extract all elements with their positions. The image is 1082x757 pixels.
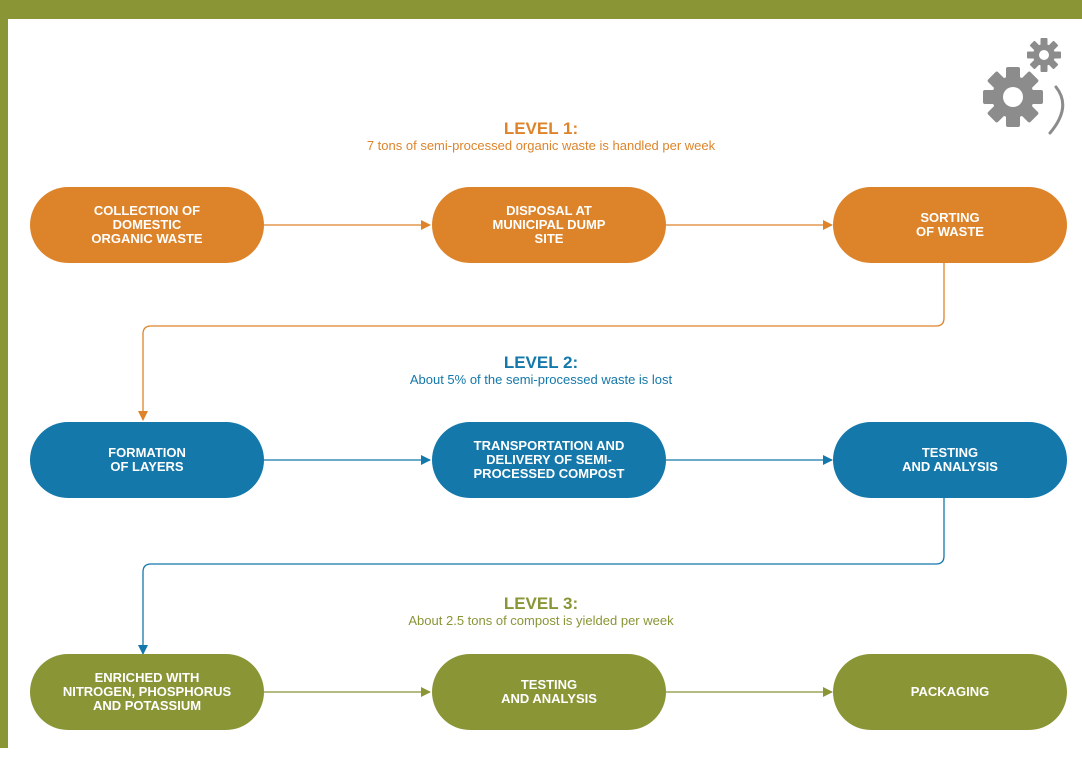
step-label-line: COLLECTION OF [93, 203, 201, 218]
level-1-description: 7 tons of semi-processed organic waste i… [366, 138, 716, 153]
step-label-line: TESTING [921, 445, 979, 460]
step-label-line: ENRICHED WITH [94, 670, 200, 685]
gears-icon [980, 35, 1080, 145]
step-label-line: TESTING [520, 677, 578, 692]
arrow-l2-to-l3 [138, 498, 945, 655]
step-label-line: PROCESSED COMPOST [473, 466, 625, 481]
level-2-title: LEVEL 2: [503, 353, 579, 372]
level-3-heading: LEVEL 3: About 2.5 tons of compost is yi… [0, 594, 1082, 628]
step-label-line: AND ANALYSIS [902, 459, 998, 474]
level-2-description: About 5% of the semi-processed waste is … [409, 372, 673, 387]
step-label-line: SITE [534, 231, 564, 246]
step-label-line: PACKAGING [910, 684, 990, 699]
step-label-line: DISPOSAL AT [506, 203, 592, 218]
step-label-line: DOMESTIC [112, 217, 182, 232]
step-packaging: PACKAGING [833, 654, 1067, 730]
level-3-description: About 2.5 tons of compost is yielded per… [408, 613, 674, 628]
step-label-line: AND ANALYSIS [501, 691, 597, 706]
header-bar [0, 0, 1082, 19]
level-2-heading: LEVEL 2: About 5% of the semi-processed … [0, 353, 1082, 387]
step-enriched-npk: ENRICHED WITH NITROGEN, PHOSPHORUS AND P… [30, 654, 264, 730]
step-label-line: SORTING [920, 210, 980, 225]
step-label-line: AND POTASSIUM [92, 698, 202, 713]
step-formation-layers: FORMATION OF LAYERS [30, 422, 264, 498]
step-sorting-waste: SORTING OF WASTE [833, 187, 1067, 263]
level-1-title: LEVEL 1: [503, 119, 579, 138]
step-label-line: OF LAYERS [110, 459, 184, 474]
step-label-line: NITROGEN, PHOSPHORUS [62, 684, 232, 699]
level-3-title: LEVEL 3: [503, 594, 579, 613]
level-1-heading: LEVEL 1: 7 tons of semi-processed organi… [0, 119, 1082, 153]
step-label-line: TRANSPORTATION AND [473, 438, 625, 453]
step-label-line: DELIVERY OF SEMI- [486, 452, 612, 467]
step-label-line: MUNICIPAL DUMP [492, 217, 606, 232]
step-label-line: OF WASTE [916, 224, 984, 239]
step-transportation-delivery: TRANSPORTATION AND DELIVERY OF SEMI- PRO… [432, 422, 666, 498]
step-label-line: ORGANIC WASTE [91, 231, 203, 246]
step-collection-domestic-waste: COLLECTION OF DOMESTIC ORGANIC WASTE [30, 187, 264, 263]
step-label-line: FORMATION [108, 445, 186, 460]
step-testing-analysis-l2: TESTING AND ANALYSIS [833, 422, 1067, 498]
step-disposal-dump-site: DISPOSAL AT MUNICIPAL DUMP SITE [432, 187, 666, 263]
step-testing-analysis-l3: TESTING AND ANALYSIS [432, 654, 666, 730]
arrow-l1-to-l2 [138, 263, 945, 421]
